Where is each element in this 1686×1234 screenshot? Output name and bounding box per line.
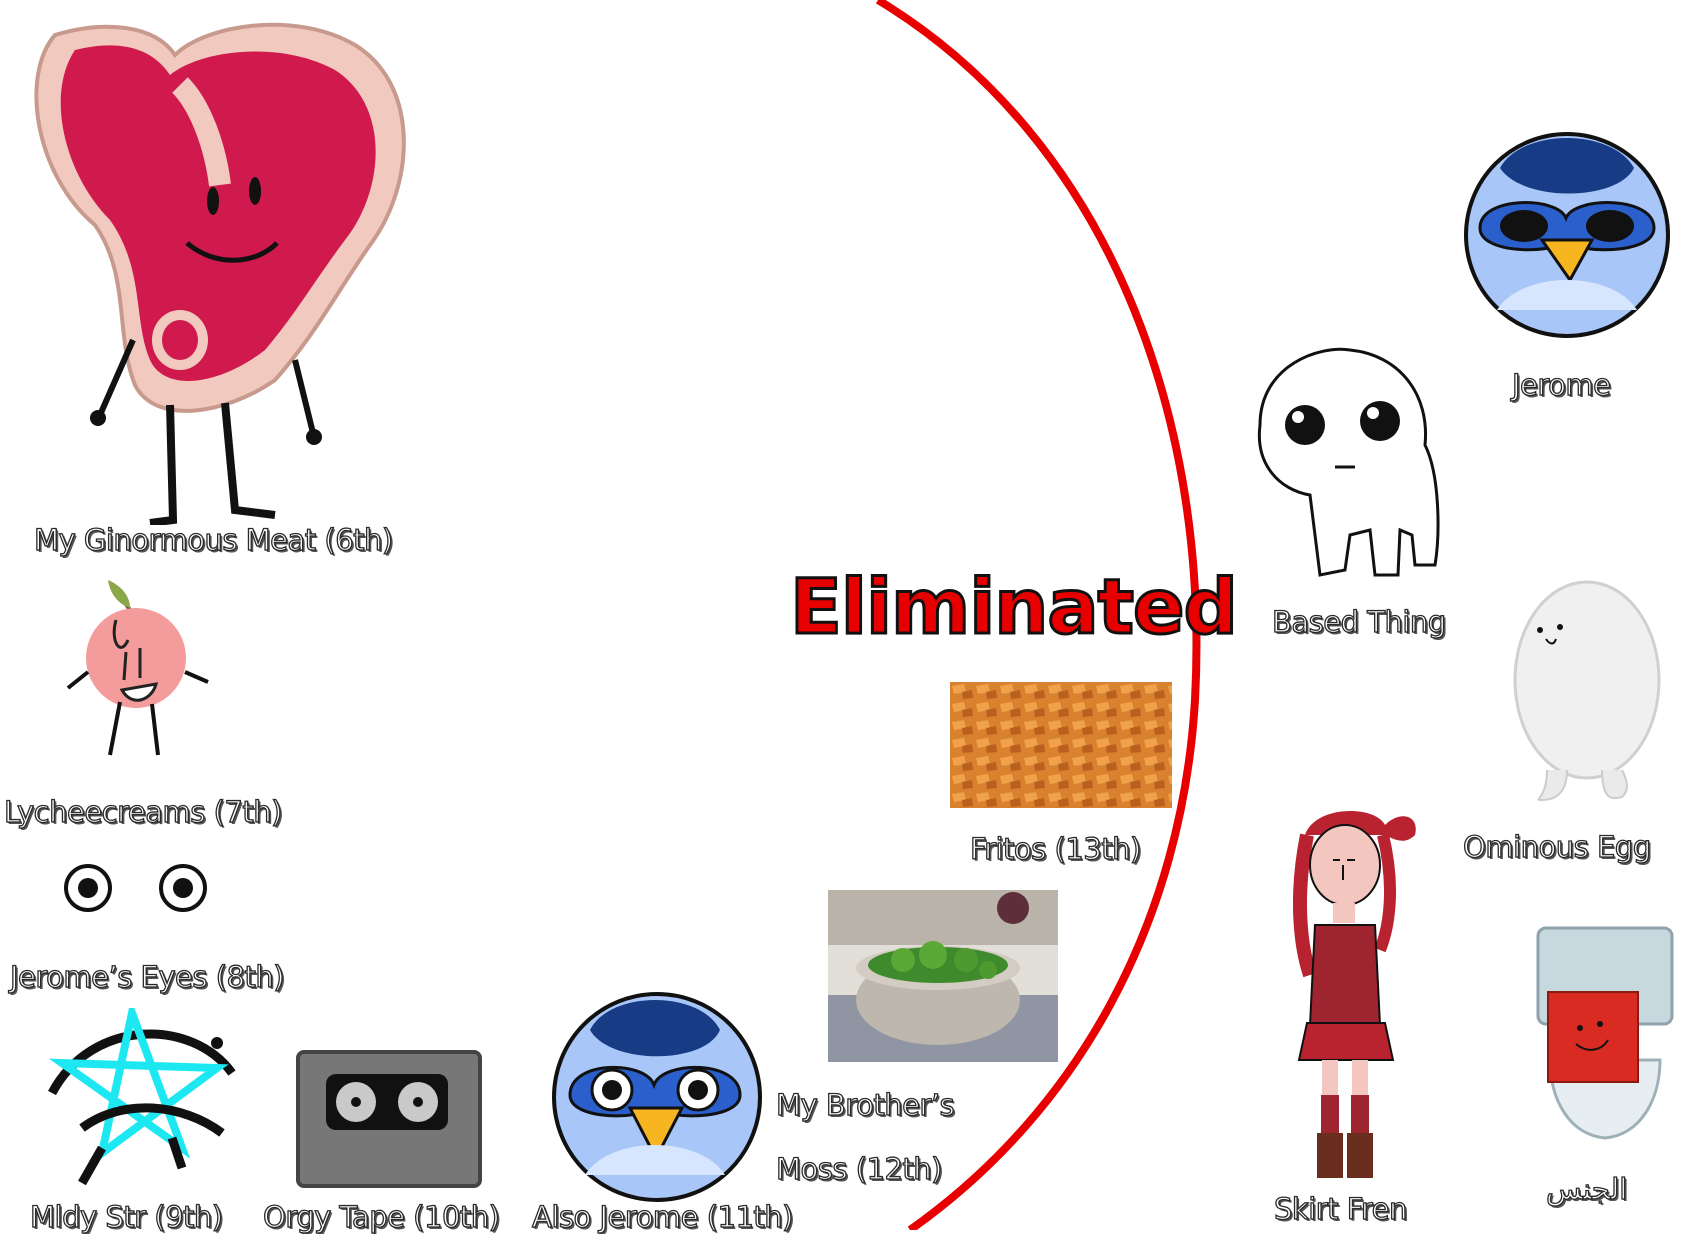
ominous-egg-image [1513, 580, 1661, 802]
moss-label-line1: My Brother’s [775, 1087, 955, 1122]
meat-label: My Ginormous Meat (6th) [33, 522, 394, 557]
based-thing-image [1257, 347, 1440, 577]
lychee-label: Lycheecreams (7th) [3, 794, 283, 829]
mldy-str-label: Mldy Str (9th) [29, 1199, 223, 1234]
fritos-photo [950, 682, 1172, 808]
skirt-fren-image [1292, 811, 1416, 1178]
jerome-image [1464, 132, 1670, 338]
jerome-label: Jerome [1511, 367, 1611, 402]
skirt-fren-label: Skirt Fren [1273, 1191, 1408, 1226]
jeromes-eyes-label: Jerome’s Eyes (8th) [9, 959, 285, 994]
eliminated-heading: Eliminated [789, 561, 1240, 653]
meat-character-image [34, 22, 406, 525]
also-jerome-label: Also Jerome (11th) [531, 1199, 794, 1234]
jeromes-eyes-image [64, 864, 207, 912]
moss-label-line2: Moss (12th) [775, 1151, 943, 1186]
orgy-tape-image [296, 1050, 482, 1188]
aljins-label: الجنس [1545, 1171, 1628, 1206]
also-jerome-image [552, 992, 762, 1202]
based-thing-label: Based Thing [1271, 604, 1446, 639]
mldy-str-character-image [48, 1008, 236, 1186]
orgy-tape-label: Orgy Tape (10th) [262, 1199, 500, 1234]
fritos-label: Fritos (13th) [969, 831, 1142, 866]
toilet-box-image [1536, 926, 1674, 1140]
lychee-character-image [66, 580, 209, 756]
moss-photo [828, 890, 1058, 1062]
ominous-egg-label: Ominous Egg [1462, 829, 1651, 864]
